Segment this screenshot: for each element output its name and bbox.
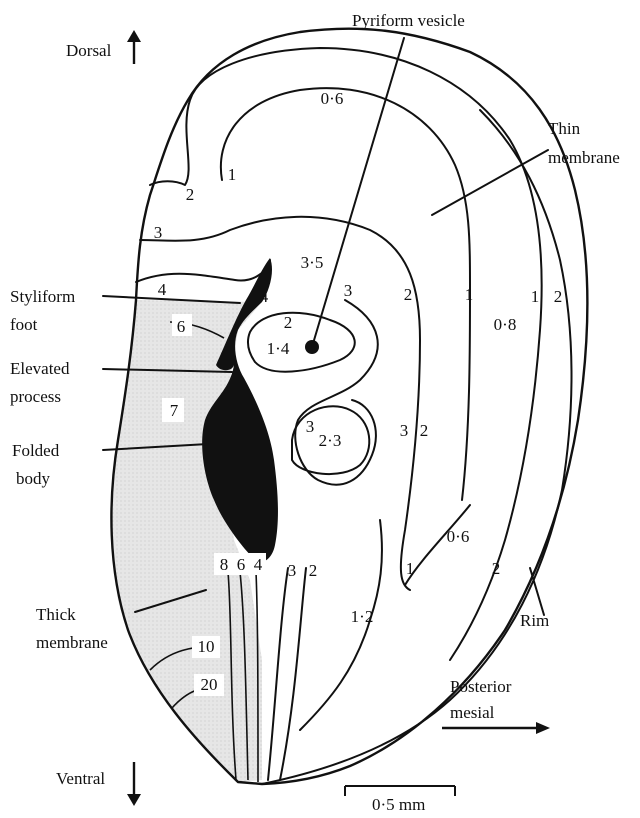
contour-label: 2 — [554, 287, 563, 306]
contour-label: 0·6 — [321, 89, 344, 108]
contour-label: 2 — [284, 313, 293, 332]
contour-label: 8 — [220, 555, 229, 574]
dorsal-arrow-icon — [127, 30, 141, 64]
label-posterior-mesial-line2: mesial — [450, 703, 495, 722]
contour-4-left — [136, 260, 270, 282]
label-elevated-process-line2: process — [10, 387, 61, 406]
contour-label: 3·5 — [301, 253, 324, 272]
label-elevated-process-line1: Elevated — [10, 359, 70, 378]
contour-label: 2 — [492, 559, 501, 578]
contour-label: 1 — [406, 559, 415, 578]
contour-label: 1·2 — [351, 607, 374, 626]
label-posterior-mesial-line1: Posterior — [450, 677, 512, 696]
label-thick-membrane-line2: membrane — [36, 633, 108, 652]
contour-label: 4 — [260, 287, 269, 306]
label-dorsal: Dorsal — [66, 41, 112, 60]
contour-label: 2 — [404, 285, 413, 304]
contour-label: 20 — [201, 675, 218, 694]
thin-membrane-leader — [432, 150, 548, 215]
label-thin-membrane-line2: membrane — [548, 148, 620, 167]
label-pyriform-vesicle: Pyriform vesicle — [352, 11, 465, 30]
label-ventral: Ventral — [56, 769, 105, 788]
contour-label: 1·4 — [267, 339, 290, 358]
label-folded-body-line1: Folded — [12, 441, 60, 460]
contour-label: 2 — [186, 185, 195, 204]
label-rim: Rim — [520, 611, 549, 630]
contour-label: 4 — [254, 555, 263, 574]
label-styliform-foot-line2: foot — [10, 315, 38, 334]
contour-label: 1 — [228, 165, 237, 184]
label-thick-membrane-line1: Thick — [36, 605, 76, 624]
contour-label: 6 — [177, 317, 186, 336]
contour-label: 3 — [288, 561, 297, 580]
contour-label: 3 — [306, 417, 315, 436]
contour-label: 3 — [154, 223, 163, 242]
contour-2-loop — [248, 313, 355, 372]
pyriform-vesicle-leader — [312, 38, 404, 347]
contour-label: 6 — [237, 555, 246, 574]
contour-label: 3 — [344, 281, 353, 300]
ventral-arrow-icon — [127, 762, 141, 806]
contour-label: 1 — [465, 285, 474, 304]
contour-label: 10 — [198, 637, 215, 656]
contour-label: 4 — [158, 280, 167, 299]
label-styliform-foot-line1: Styliform — [10, 287, 75, 306]
contour-label: 3 — [400, 421, 409, 440]
label-folded-body-line2: body — [16, 469, 51, 488]
label-thin-membrane-line1: Thin — [548, 119, 581, 138]
contour-label: 2·3 — [319, 431, 342, 450]
contour-label: 0·6 — [447, 527, 470, 546]
contour-label: 7 — [170, 401, 179, 420]
contour-label: 0·8 — [494, 315, 517, 334]
posterior-mesial-arrow-icon — [442, 722, 550, 734]
contour-label: 1 — [531, 287, 540, 306]
contour-label: 2 — [420, 421, 429, 440]
label-scale: 0·5 mm — [372, 795, 425, 814]
contour-label: 2 — [309, 561, 318, 580]
